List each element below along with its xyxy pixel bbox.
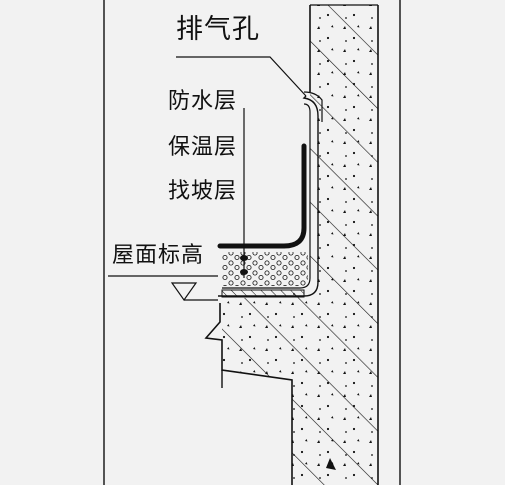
slope-layer-band bbox=[221, 289, 305, 298]
vent-hole-leader bbox=[176, 56, 307, 97]
slope-layer-label: 找坡层 bbox=[168, 179, 238, 204]
waterproof-layer-line bbox=[217, 143, 307, 249]
elevation-marker bbox=[108, 275, 218, 302]
waterproof-layer-label: 防水层 bbox=[168, 89, 238, 114]
roof-slab bbox=[204, 303, 336, 485]
insulation-layer-band bbox=[222, 252, 308, 286]
insulation-layer-label: 保温层 bbox=[168, 135, 238, 160]
parapet-wall bbox=[222, 4, 379, 485]
vent-hole-label: 排气孔 bbox=[176, 14, 260, 45]
membrane-upturn bbox=[218, 91, 323, 297]
roof-elevation-label: 屋面标高 bbox=[112, 243, 205, 268]
layers-leader-dot-1 bbox=[240, 255, 248, 261]
layers-leader-dot-2 bbox=[240, 269, 248, 275]
